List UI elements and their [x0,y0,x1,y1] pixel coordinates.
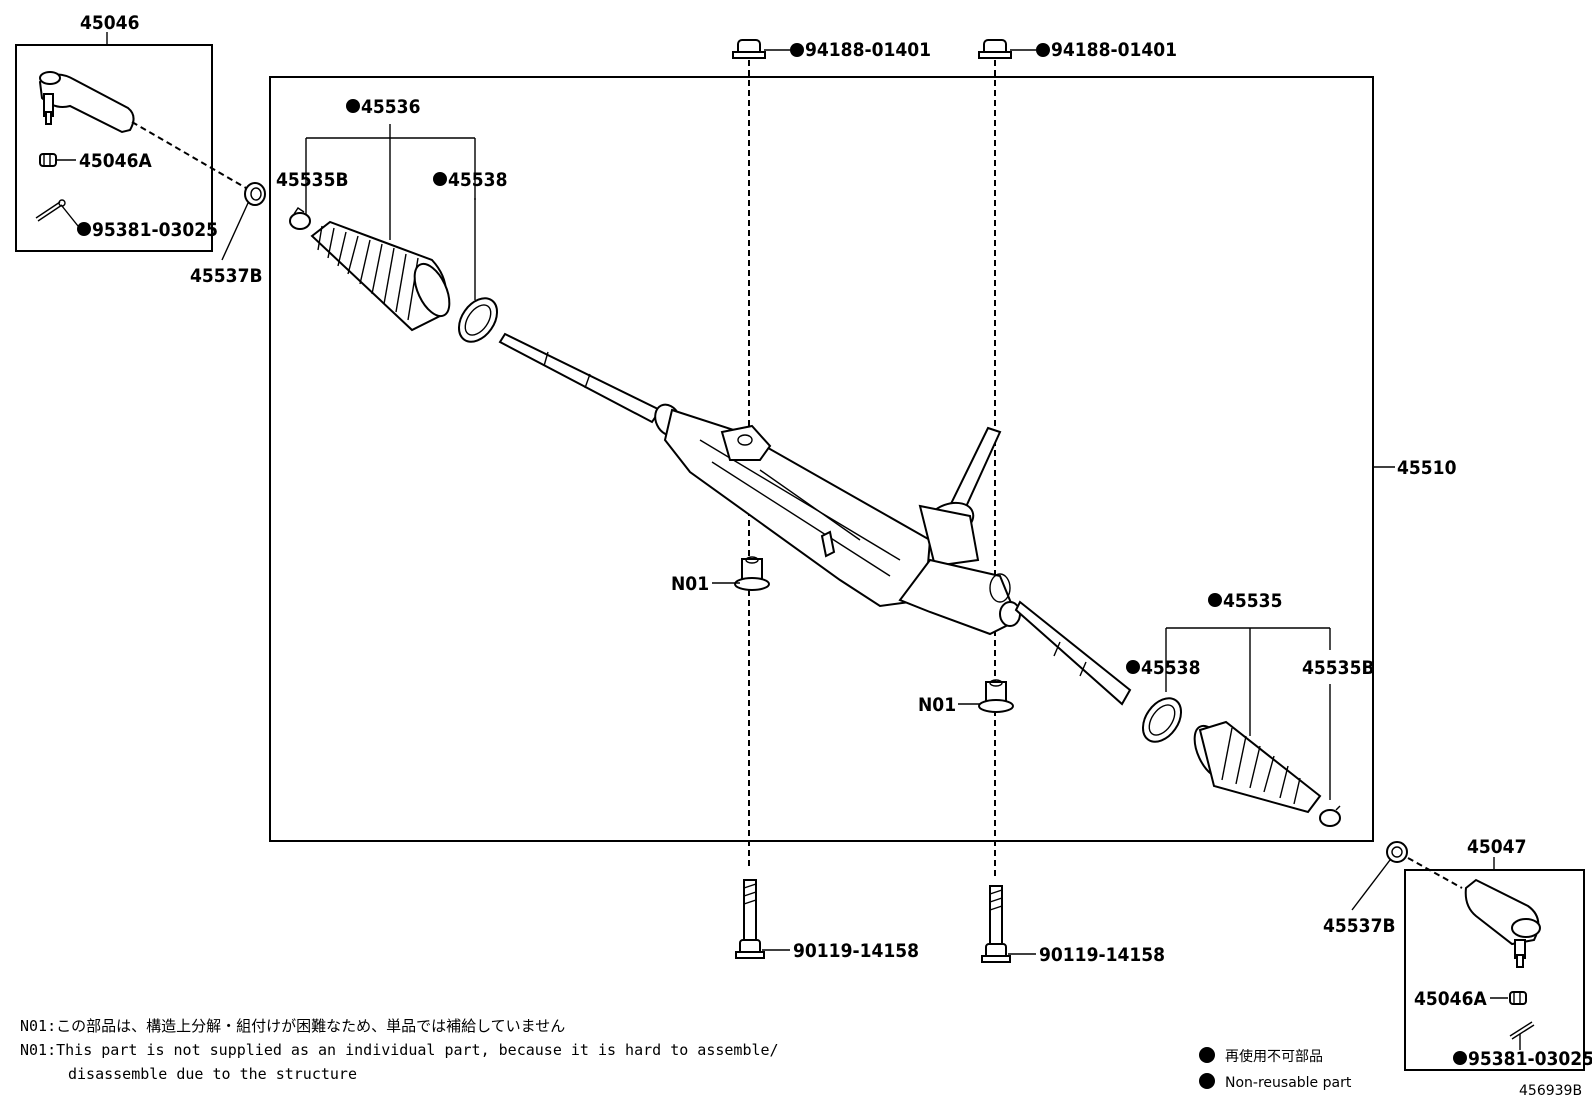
label-nut-rh: 45046A [1414,988,1487,1010]
label-cotter-pin-rh: 95381-03025 [1468,1048,1592,1070]
note-jp: N01:この部品は、構造上分解・組付けが困難なため、単品では補給していません [20,1017,565,1035]
cap-rh-drawing [1386,841,1408,863]
label-clamp-small-lh: 45535B [276,169,349,191]
cap-lh-drawing [244,182,266,206]
assembly-frame [269,76,1374,842]
legend-en: Non-reusable part [1225,1075,1352,1091]
bolt-right-drawing [981,885,1011,963]
label-clamp-large-rh: 45538 [1141,657,1200,679]
bushing-left-drawing [734,556,770,591]
nut-lh-drawing [39,153,57,167]
clamp-large-rh-drawing [1141,697,1183,743]
label-bolt-right: 90119-14158 [1039,944,1165,966]
label-clamp-large-lh: 45538 [448,169,507,191]
label-cap-rh: 45537B [1323,915,1396,937]
boot-rh-drawing [1193,720,1322,814]
boot-lh-drawing [310,220,451,332]
label-cotter-pin-lh: 95381-03025 [92,219,218,241]
bushing-right-drawing [978,679,1014,713]
label-bolt-left: 90119-14158 [793,940,919,962]
inset-box-lh [15,44,213,252]
label-tie-rod-end-rh: 45047 [1467,836,1526,858]
label-bushing-right: N01 [918,694,956,716]
label-boot-lh: 45536 [361,96,420,118]
label-cap-lh: 45537B [190,265,263,287]
clamp-small-lh-drawing [289,207,311,230]
note-en-line2: disassemble due to the structure [68,1065,357,1083]
bolt-left-drawing [735,879,765,959]
cotter-pin-rh-drawing [1509,1021,1535,1040]
label-tie-rod-end-lh: 45046 [80,12,139,34]
label-boot-rh: 45535 [1223,590,1282,612]
nut-rh-drawing [1509,991,1527,1005]
nut-top-right-drawing [978,39,1012,59]
label-nut-top-right: 94188-01401 [1051,39,1177,61]
tie-rod-end-lh-drawing [38,71,135,134]
clamp-large-lh-drawing [457,297,499,343]
label-gear-assembly: 45510 [1397,457,1457,479]
label-bushing-left: N01 [671,573,709,595]
cotter-pin-lh-drawing [35,199,66,222]
steering-rack-drawing [498,332,1132,706]
label-nut-top-left: 94188-01401 [805,39,931,61]
figure-id: 456939B [1519,1083,1582,1099]
tie-rod-end-rh-drawing [1464,878,1541,968]
nut-top-left-drawing [732,39,766,59]
clamp-small-rh-drawing [1319,805,1341,827]
label-clamp-small-rh: 45535B [1302,657,1375,679]
legend-jp: 再使用不可部品 [1225,1048,1323,1065]
note-en-line1: N01:This part is not supplied as an indi… [20,1041,779,1059]
label-nut-lh: 45046A [79,150,152,172]
